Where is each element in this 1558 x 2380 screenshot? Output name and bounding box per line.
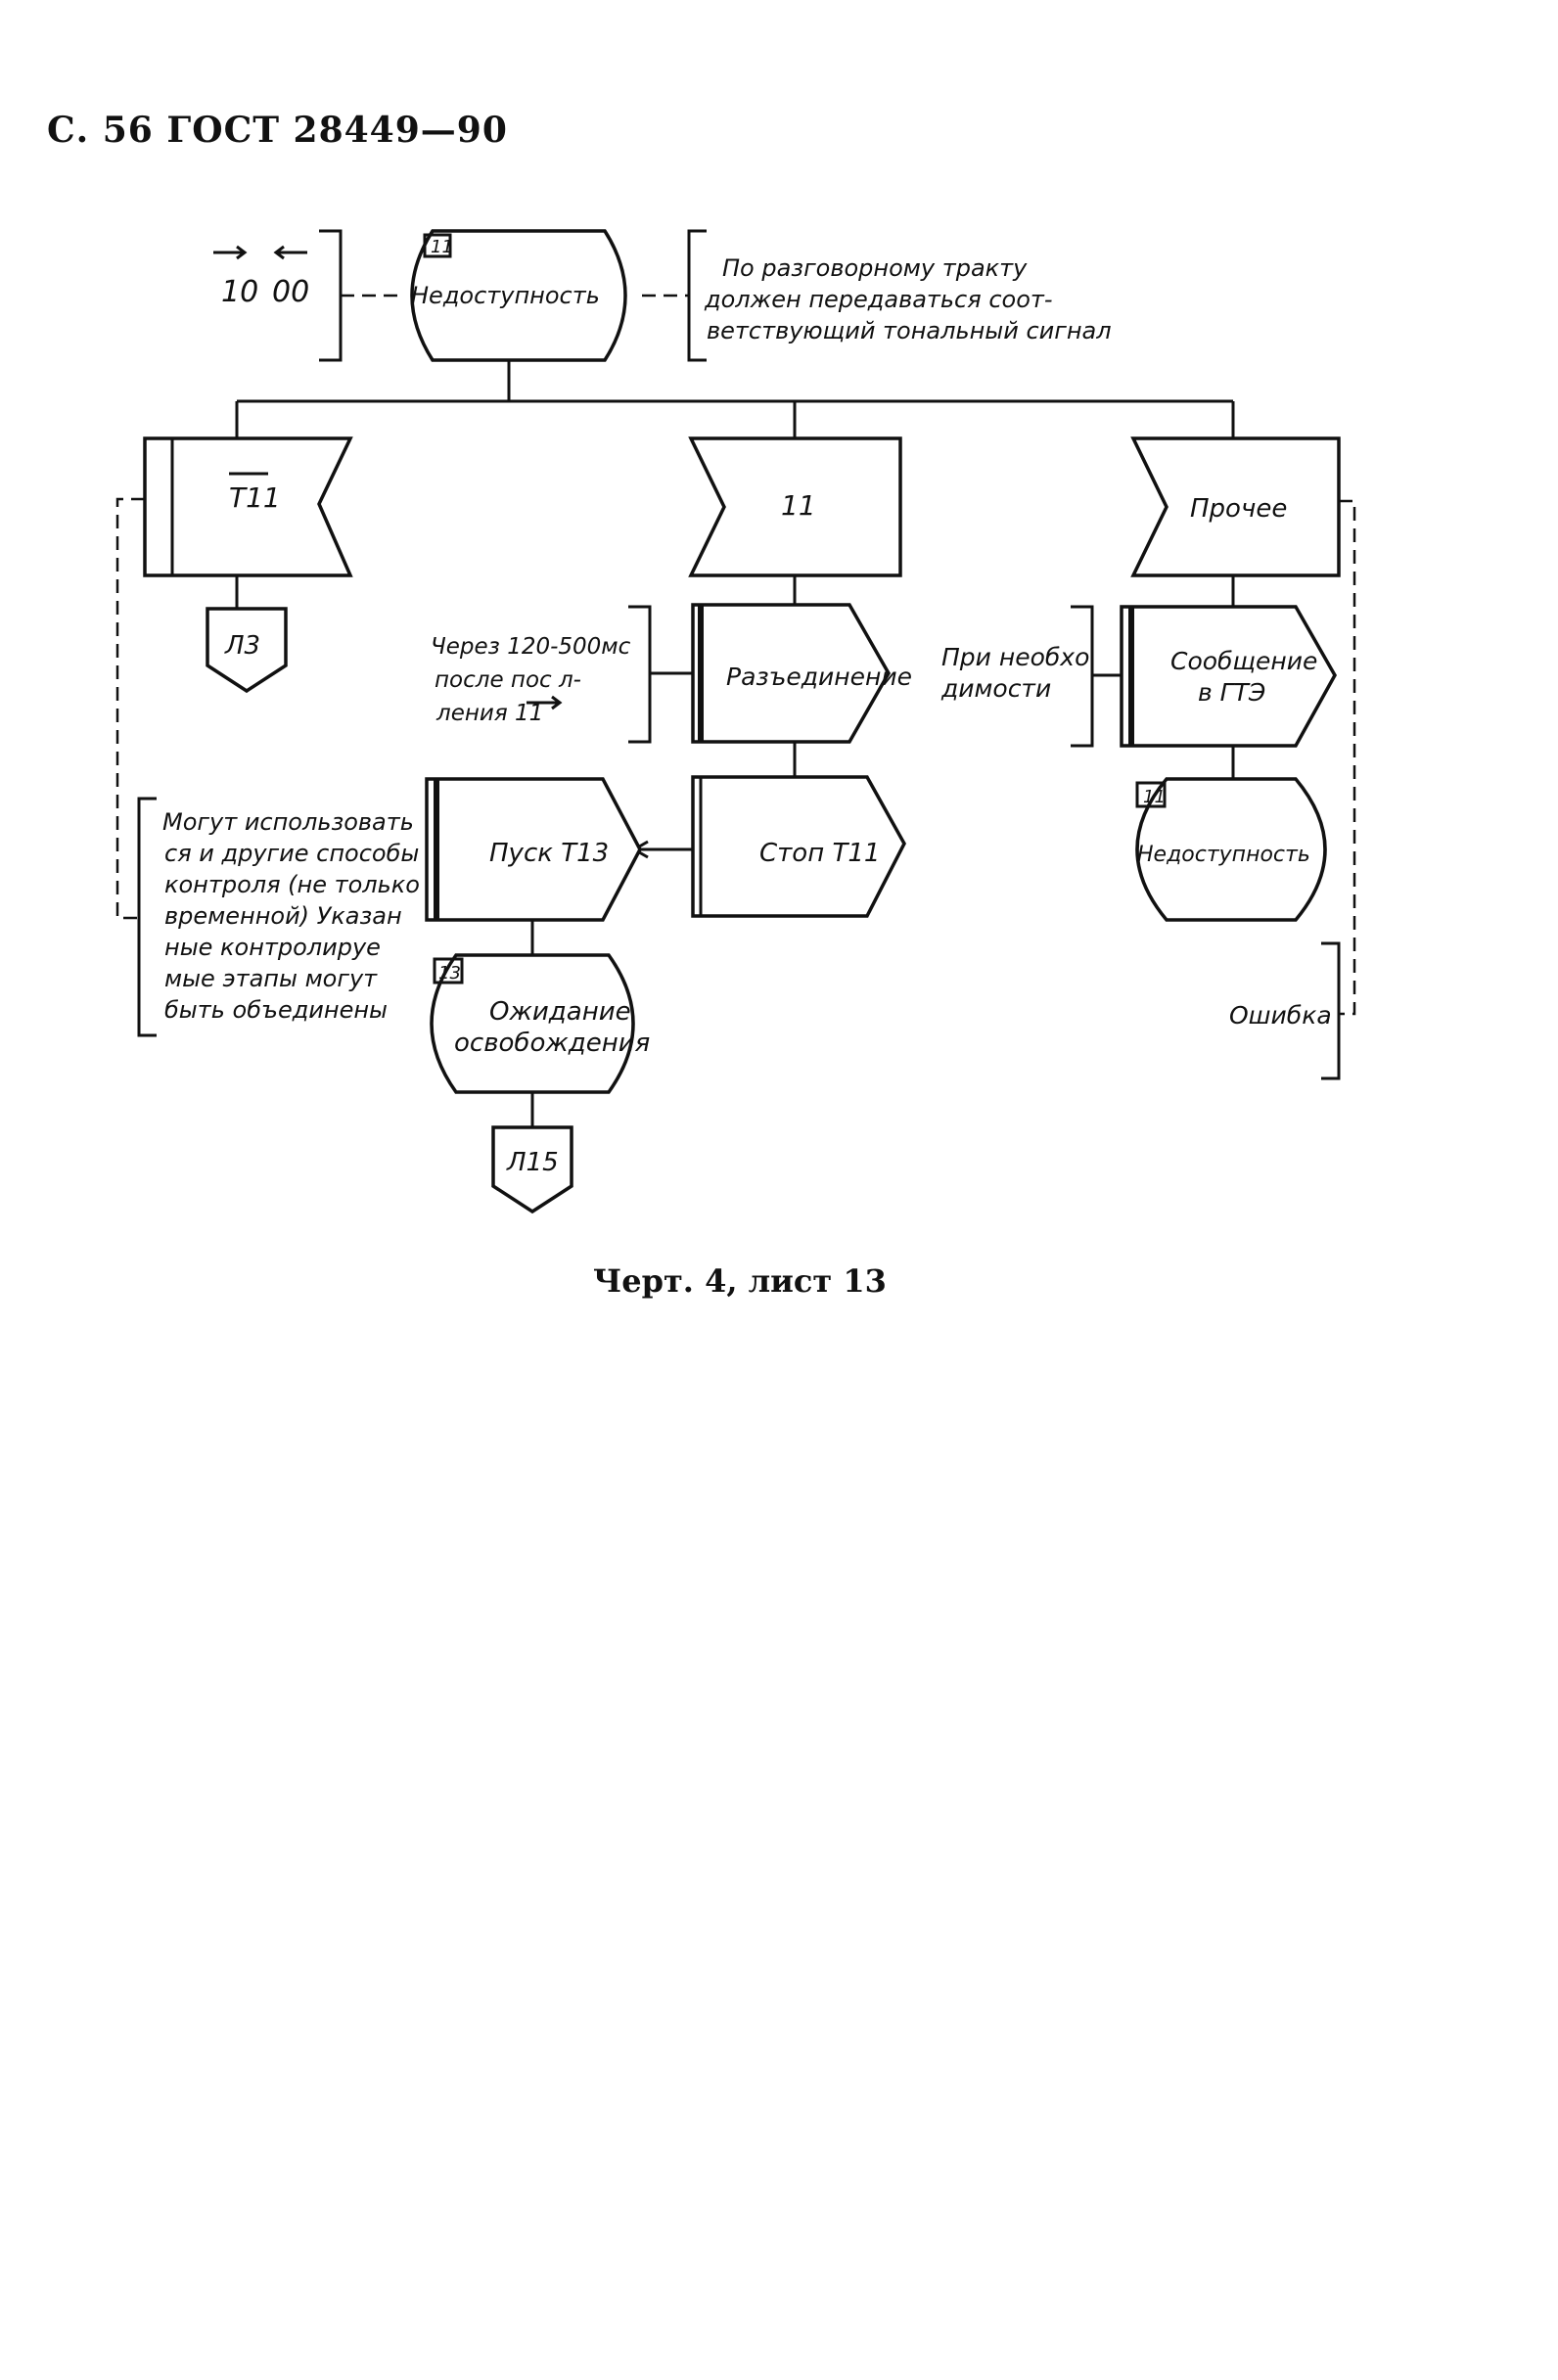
input-11: 11 (688, 436, 902, 577)
output-disconnect: Разъединение (691, 603, 912, 744)
connector-l15: Л15 (491, 1125, 573, 1214)
svg-text:Л3: Л3 (224, 631, 260, 661)
svg-text:ветствующий тональный сигнал: ветствующий тональный сигнал (707, 317, 1112, 344)
svg-text:Л15: Л15 (506, 1148, 559, 1177)
state-unavailable-right: 11 Недоступность (1135, 777, 1327, 922)
svg-text:мые этапы могут: мые этапы могут (164, 965, 378, 992)
state-unavailable-top: 11 Недоступность (410, 229, 627, 362)
svg-text:димости: димости (940, 674, 1051, 703)
figure-caption: Черт. 4, лист 13 (593, 1262, 887, 1300)
input-11-label: 11 (781, 489, 816, 522)
input-other-label: Прочее (1190, 494, 1287, 524)
page-header: С. 56 ГОСТ 28449—90 (47, 110, 508, 151)
note-tone-signal: По разговорному тракту должен передавать… (704, 254, 1112, 344)
input-other: Прочее (1130, 436, 1341, 577)
svg-text:Через 120-500мс: Через 120-500мс (431, 634, 631, 660)
output-message-gto: Сообщение в ГТЭ (1120, 605, 1338, 748)
signal-10: 10 (221, 275, 258, 309)
svg-text:временной) Указан: временной) Указан (164, 902, 402, 930)
note-if-needed: При необхо димости (940, 643, 1089, 703)
input-t11-label: T11 (229, 481, 281, 514)
svg-text:быть объединены: быть объединены (164, 996, 388, 1024)
state-label: Недоступность (411, 282, 600, 309)
svg-text:после пос л-: после пос л- (435, 667, 581, 693)
svg-text:Стоп Т11: Стоп Т11 (759, 839, 880, 868)
signal-00: 00 (272, 275, 309, 309)
state-number: 11 (1143, 787, 1166, 807)
task-stop-t11: Стоп Т11 (691, 775, 906, 918)
svg-text:освобождения: освобождения (454, 1029, 650, 1058)
state-number: 11 (431, 237, 453, 257)
svg-text:ся и другие способы: ся и другие способы (164, 840, 419, 867)
svg-text:При необхо: При необхо (941, 643, 1089, 671)
svg-text:в ГТЭ: в ГТЭ (1198, 678, 1265, 707)
svg-text:ные контролируе: ные контролируе (164, 934, 381, 961)
svg-text:должен передаваться соот-: должен передаваться соот- (704, 286, 1053, 313)
svg-text:Сообщение: Сообщение (1170, 647, 1317, 675)
svg-text:контроля (не только: контроля (не только (164, 871, 420, 898)
signal-inputs: 10 00 (213, 229, 401, 362)
task-start-t13: Пуск Т13 (425, 777, 642, 922)
svg-text:Разъединение: Разъединение (726, 663, 912, 691)
svg-text:Ожидание: Ожидание (489, 997, 631, 1027)
state-wait-release: 13 Ожидание освобождения (430, 953, 650, 1094)
svg-text:Пуск Т13: Пуск Т13 (489, 839, 609, 868)
svg-text:Ошибка: Ошибка (1229, 1001, 1332, 1030)
svg-text:По разговорному тракту: По разговорному тракту (722, 254, 1028, 282)
svg-text:ления 11: ления 11 (435, 701, 543, 726)
svg-text:Могут использовать: Могут использовать (162, 808, 414, 836)
connector-l3: Л3 (206, 607, 288, 694)
state-number: 13 (438, 963, 461, 984)
state-label: Недоступность (1137, 843, 1310, 867)
note-error: Ошибка (1229, 1001, 1332, 1030)
note-delay: Через 120-500мс после пос л- ления 11 (431, 634, 631, 726)
input-t11: T11 (143, 436, 353, 577)
note-control-methods: Могут использовать ся и другие способы к… (162, 808, 420, 1024)
